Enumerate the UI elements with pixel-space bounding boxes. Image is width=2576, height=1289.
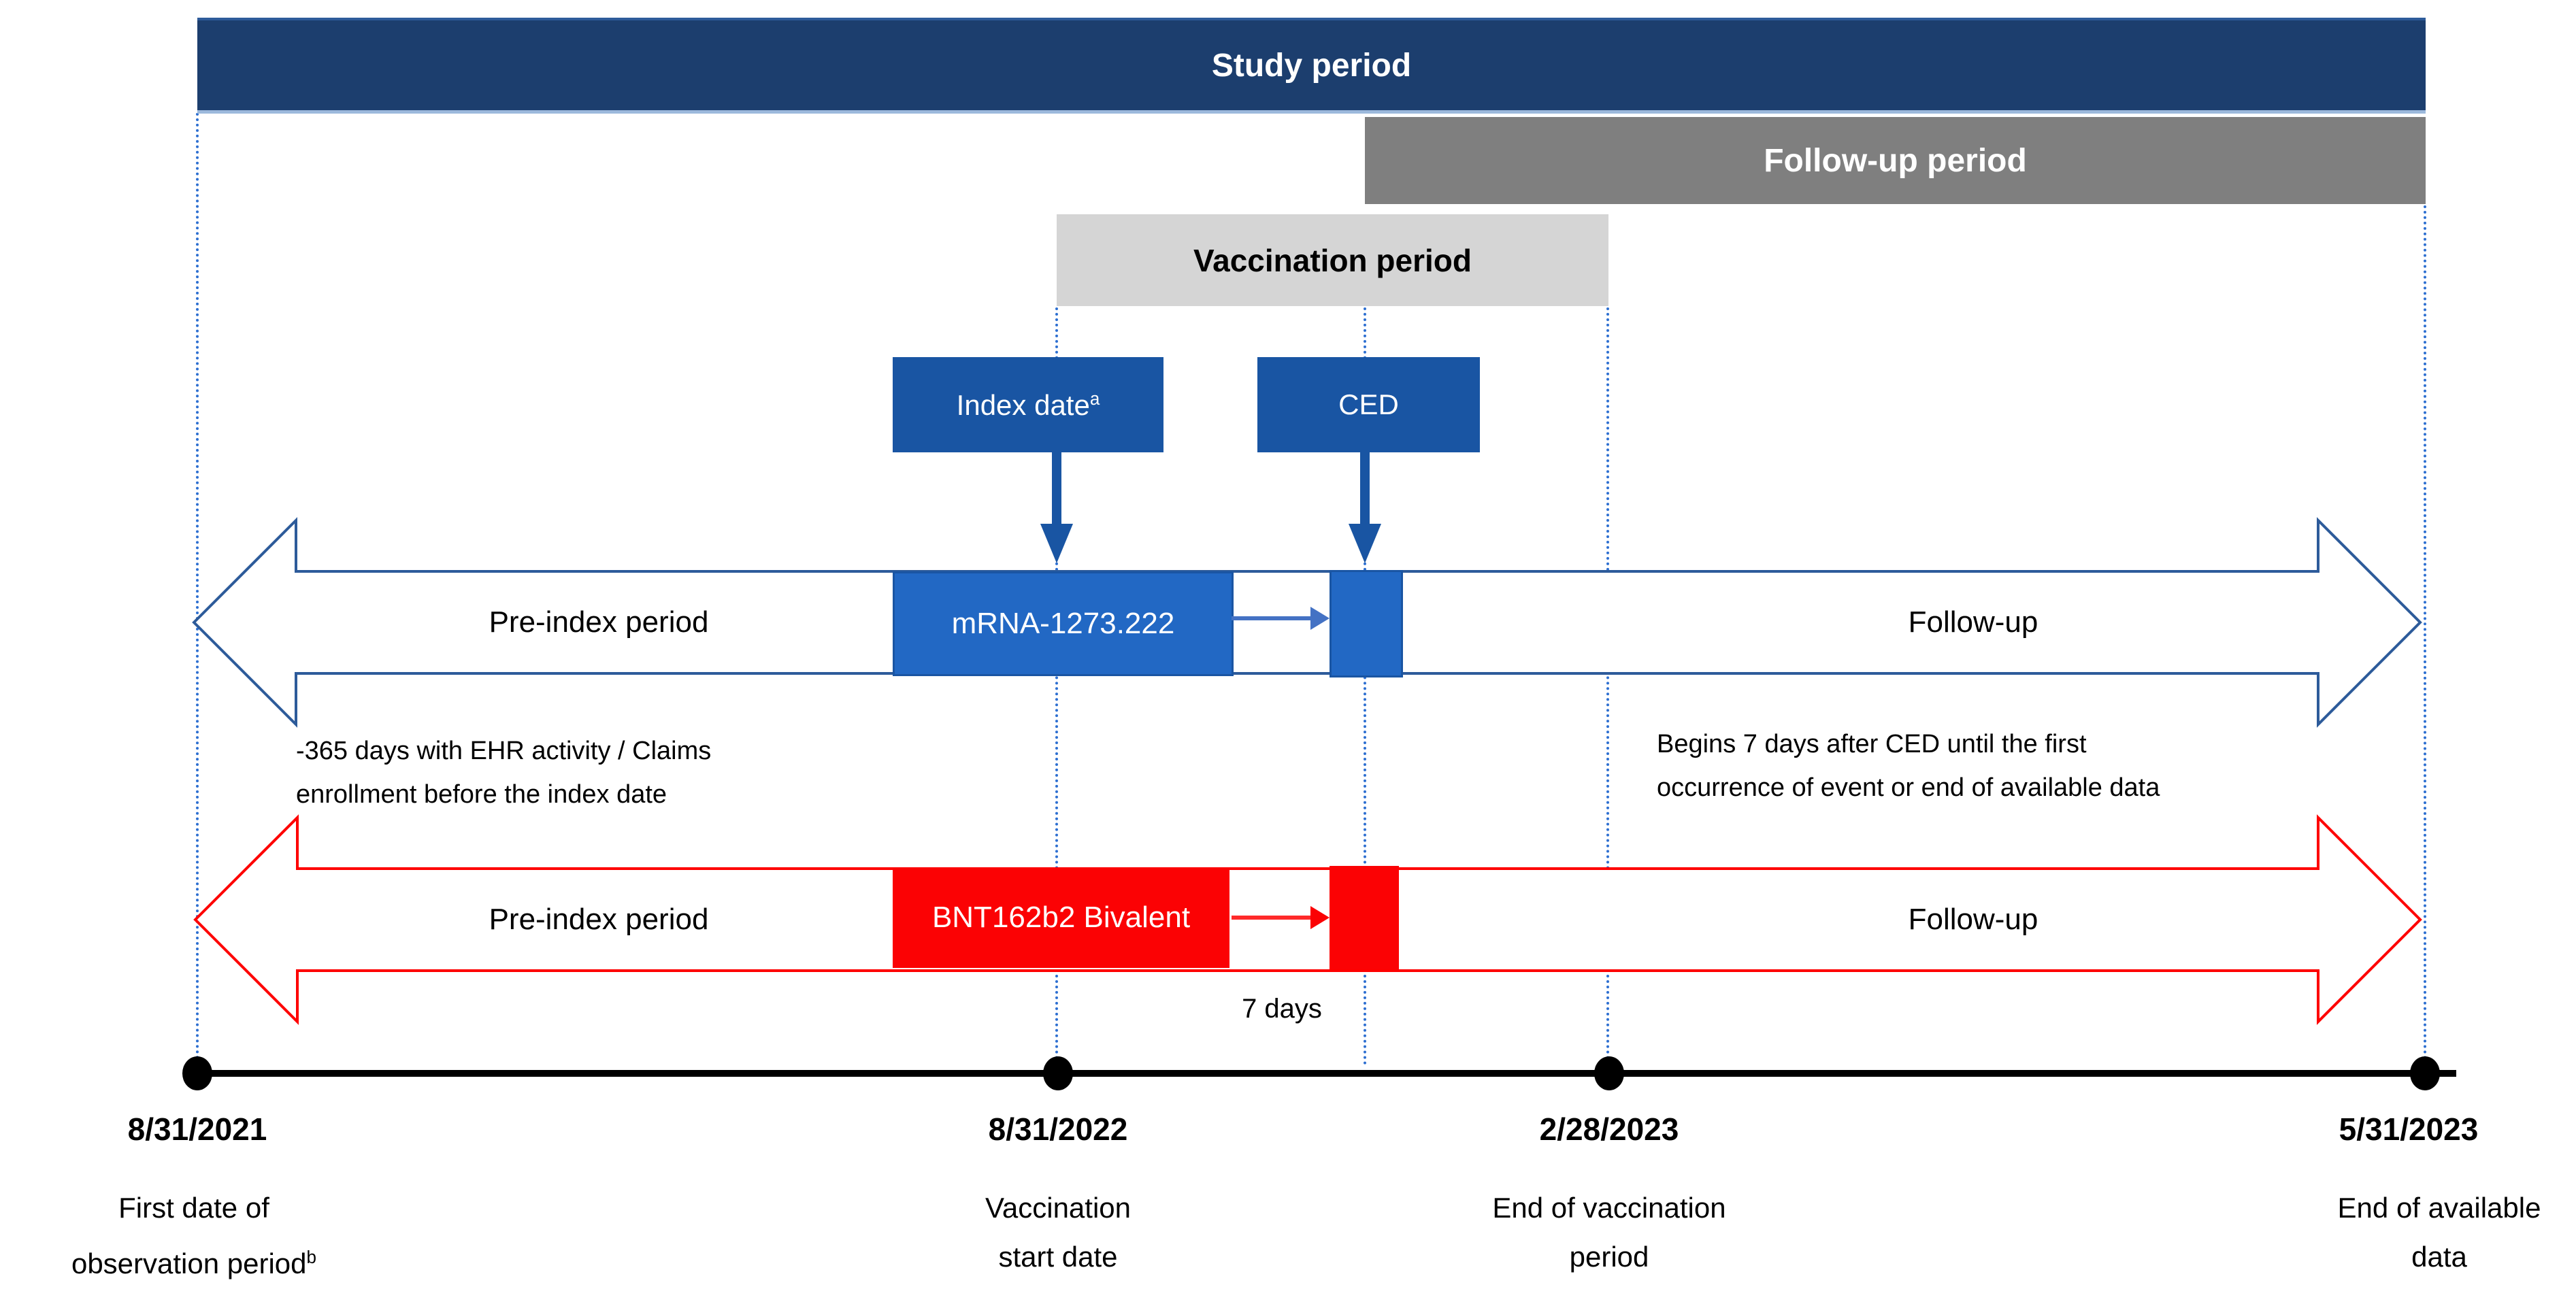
study-period-bar: Study period xyxy=(197,18,2426,114)
guide-line-ced xyxy=(1364,307,1366,1065)
vaccination-period-label: Vaccination period xyxy=(1193,242,1472,278)
gap-days-label: 7 days xyxy=(1242,993,1322,1024)
guide-line-vaccination-end xyxy=(1606,307,1609,1065)
milestone-date: 2/28/2023 xyxy=(1539,1111,1679,1147)
mrna-pre-index-label: Pre-index period xyxy=(489,605,709,639)
ced-arrow-shaft xyxy=(1360,451,1370,526)
follow-up-note-line2: occurrence of event or end of available … xyxy=(1657,773,2160,802)
milestone-date: 5/31/2023 xyxy=(2339,1111,2479,1147)
bnt-vaccine-label: BNT162b2 Bivalent xyxy=(931,901,1191,934)
bnt-connector-arrow-head xyxy=(1310,906,1330,929)
index-date-superscript: a xyxy=(1089,388,1100,409)
follow-up-period-bar: Follow-up period xyxy=(1365,117,2426,204)
vaccination-period-bar: Vaccination period xyxy=(1057,214,1608,306)
milestone-label: First date of observation periodb xyxy=(71,1192,317,1279)
mrna-follow-up-label: Follow-up xyxy=(1908,605,2038,639)
bnt-gap-box xyxy=(1330,866,1399,969)
milestone-label: Vaccination start date xyxy=(985,1192,1132,1273)
timeline-dot-observation-start xyxy=(182,1056,212,1090)
mrna-gap-box xyxy=(1330,570,1403,677)
pre-index-note-line2: enrollment before the index date xyxy=(296,780,667,809)
study-period-label: Study period xyxy=(1211,47,1412,84)
milestone-label: End of available data xyxy=(2337,1192,2541,1273)
mrna-vaccine-box: mRNA-1273.222 xyxy=(893,571,1234,676)
index-date-label: Index datea xyxy=(956,388,1100,421)
bnt-follow-up-label: Follow-up xyxy=(1908,903,2038,936)
follow-up-note: Begins 7 days after CED until the first … xyxy=(1657,722,2160,809)
mrna-double-arrow xyxy=(192,517,2422,728)
bnt-pre-index-label: Pre-index period xyxy=(489,903,709,936)
timeline-axis xyxy=(191,1070,2456,1077)
timeline-dot-data-end xyxy=(2410,1056,2440,1090)
timeline-dot-vaccination-end xyxy=(1594,1056,1624,1090)
guide-line-vaccination-start xyxy=(1055,307,1058,1065)
follow-up-period-label: Follow-up period xyxy=(1764,142,2027,179)
mrna-connector-arrow-head xyxy=(1310,607,1330,630)
guide-line-observation-start xyxy=(196,113,199,1065)
ced-label: CED xyxy=(1338,388,1399,420)
observation-period-superscript: b xyxy=(306,1247,317,1267)
guide-line-data-end xyxy=(2424,205,2426,1065)
pre-index-note: -365 days with EHR activity / Claims enr… xyxy=(296,729,711,816)
milestone-date: 8/31/2022 xyxy=(988,1111,1128,1147)
milestone-label: End of vaccination period xyxy=(1492,1192,1726,1273)
bnt-vaccine-box: BNT162b2 Bivalent xyxy=(893,867,1229,968)
milestone-date: 8/31/2021 xyxy=(127,1111,267,1147)
follow-up-note-line1: Begins 7 days after CED until the first xyxy=(1657,730,2087,758)
ced-arrow-head xyxy=(1349,524,1381,563)
index-date-arrow-head xyxy=(1040,524,1073,563)
index-date-box: Index datea xyxy=(893,357,1163,452)
mrna-vaccine-label: mRNA-1273.222 xyxy=(951,607,1175,640)
ced-box: CED xyxy=(1257,357,1480,452)
index-date-arrow-shaft xyxy=(1052,451,1061,526)
pre-index-note-line1: -365 days with EHR activity / Claims xyxy=(296,737,712,765)
timeline-dot-vaccination-start xyxy=(1043,1056,1073,1090)
